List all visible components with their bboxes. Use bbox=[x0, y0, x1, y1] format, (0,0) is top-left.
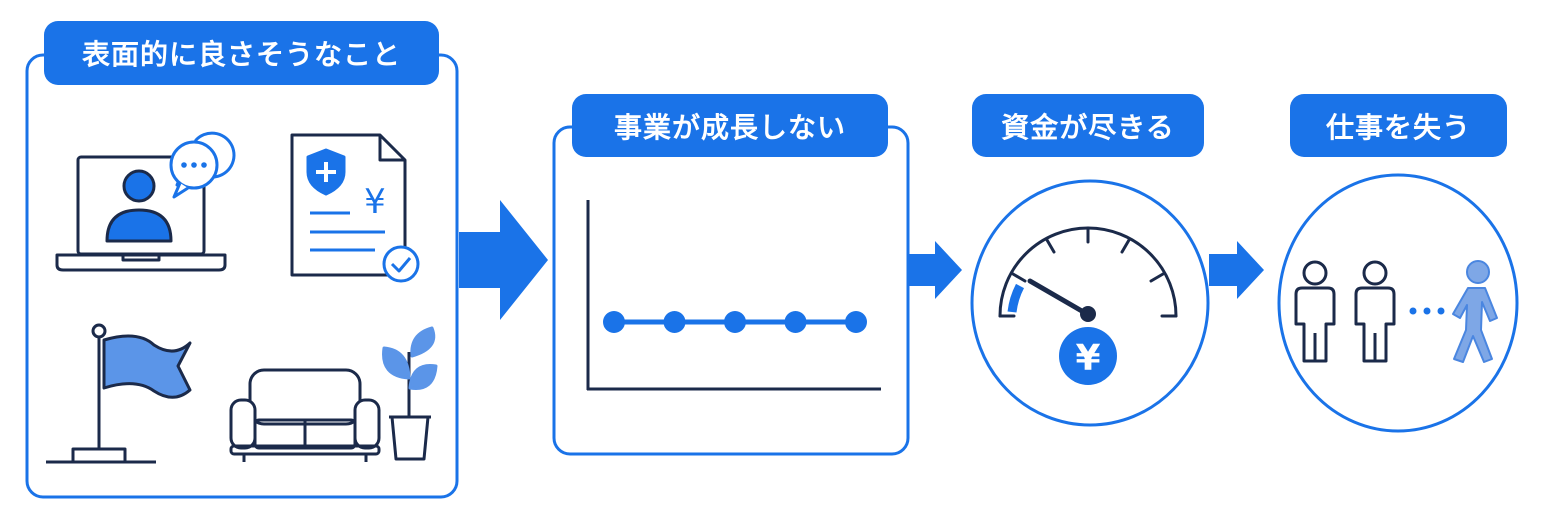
ellipsis-icon bbox=[1409, 307, 1445, 315]
chart-point bbox=[784, 311, 807, 333]
panel-circle-funds bbox=[970, 179, 1210, 427]
flat-line-chart-icon bbox=[586, 200, 881, 391]
document-yen-symbol: ¥ bbox=[364, 182, 386, 222]
potted-plant-icon bbox=[382, 326, 438, 461]
flow-arrow-2 bbox=[907, 241, 962, 299]
panel-box-no-growth bbox=[552, 125, 910, 456]
video-call-icon bbox=[55, 131, 236, 272]
chart-point bbox=[724, 311, 746, 333]
chart-points bbox=[603, 311, 867, 333]
label-lose-job: 仕事を失う bbox=[1290, 94, 1507, 157]
label-superficial: 表面的に良さそうなこと bbox=[44, 21, 439, 85]
flag-icon bbox=[46, 323, 192, 464]
person-icon bbox=[1354, 260, 1396, 363]
yen-coin-icon bbox=[1059, 327, 1117, 385]
chart-point bbox=[603, 311, 625, 333]
insurance-document-icon bbox=[290, 133, 420, 283]
label-funds-run-out: 資金が尽きる bbox=[972, 94, 1204, 157]
label-no-growth: 事業が成長しない bbox=[572, 94, 888, 157]
chart-point bbox=[845, 311, 867, 333]
person-icon bbox=[1294, 260, 1336, 363]
walking-person-icon bbox=[1452, 260, 1498, 363]
flow-arrow-1 bbox=[459, 200, 548, 320]
sofa-icon bbox=[229, 368, 381, 462]
coin-yen-symbol: ¥ bbox=[1075, 338, 1100, 379]
fuel-gauge-icon bbox=[998, 226, 1178, 322]
chart-point bbox=[663, 311, 686, 333]
flow-arrow-3 bbox=[1209, 241, 1264, 299]
panel-circle-job-loss bbox=[1277, 173, 1519, 433]
